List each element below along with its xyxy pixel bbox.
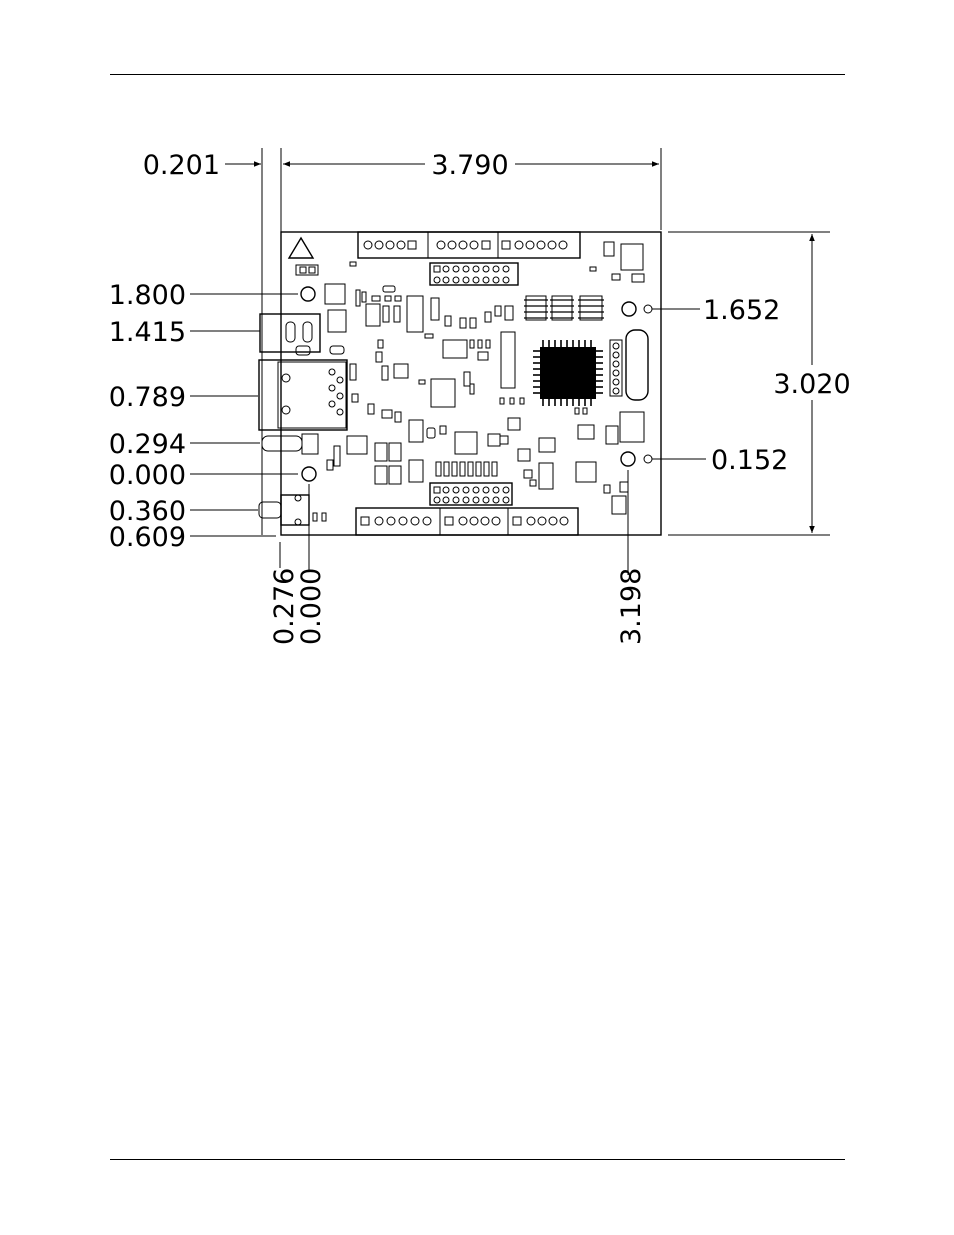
- dim-0000-left: 0.000: [109, 460, 186, 491]
- dim-1800: 1.800: [109, 280, 186, 311]
- power-jack: [259, 313, 321, 353]
- bottom-dimensions: 0.276 0.000 3.198: [269, 470, 647, 645]
- left-dimensions: 1.800 1.415 0.789 0.294 0.000 0.360 0.60…: [109, 280, 298, 553]
- dim-0360: 0.360: [109, 496, 186, 527]
- dim-0789: 0.789: [109, 382, 186, 413]
- dim-0000-bottom: 0.000: [296, 568, 327, 645]
- dim-left-offset: 0.201: [143, 150, 220, 181]
- left-edge-connectors: [258, 313, 348, 526]
- mounting-holes: [300, 286, 637, 482]
- pin-header: [429, 482, 513, 506]
- warning-triangle-icon: [287, 236, 315, 259]
- dim-0294: 0.294: [109, 429, 186, 460]
- passive-components: [312, 261, 645, 522]
- footer-rule: [110, 1159, 845, 1160]
- right-dimensions: 3.020: [668, 231, 851, 536]
- mounting-hole: [620, 451, 636, 467]
- terminal-block: [357, 231, 581, 259]
- dim-0276: 0.276: [269, 568, 300, 645]
- dim-0609: 0.609: [109, 522, 186, 553]
- dim-3198: 3.198: [616, 568, 647, 645]
- top-dimensions: 0.201 3.790: [143, 148, 662, 535]
- mounting-hole: [621, 301, 637, 317]
- bottom-terminal-blocks: [355, 461, 579, 536]
- header-rule: [110, 74, 845, 75]
- dim-0152: 0.152: [711, 445, 788, 476]
- dim-board-height: 3.020: [773, 369, 850, 400]
- jumper: [295, 264, 319, 276]
- dim-1415: 1.415: [109, 317, 186, 348]
- dim-board-width: 3.790: [431, 150, 508, 181]
- terminal-block: [355, 507, 579, 536]
- pin-header: [429, 262, 519, 286]
- dim-1652: 1.652: [703, 295, 780, 326]
- right-hole-dimensions: 1.652 0.152: [643, 295, 788, 476]
- rj45-connector: [258, 359, 348, 431]
- battery-holder: [625, 329, 649, 401]
- led-indicator: [261, 435, 303, 452]
- microcontroller-chip: [533, 340, 603, 406]
- mounting-hole: [301, 466, 317, 482]
- sip-header: [609, 339, 623, 397]
- mounting-hole: [300, 286, 316, 302]
- ic-array: [324, 241, 645, 515]
- top-terminal-blocks: [357, 231, 581, 286]
